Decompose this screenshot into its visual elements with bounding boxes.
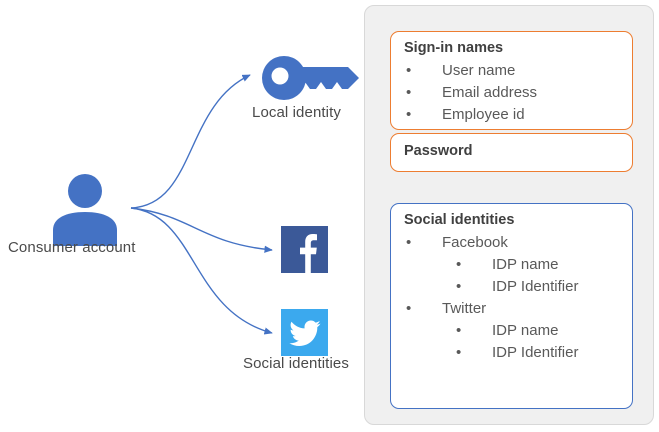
connector-to-twitter <box>130 207 273 335</box>
list-item: • Employee id <box>406 104 537 126</box>
list-item-label: IDP name <box>492 256 559 273</box>
bullet-icon: • <box>406 300 412 317</box>
facebook-icon <box>281 226 328 273</box>
list-item: • Twitter <box>406 298 578 320</box>
consumer-account-label: Consumer account <box>8 239 136 256</box>
signin-names-title: Sign-in names <box>404 40 504 56</box>
bullet-icon: • <box>406 62 412 79</box>
social-identities-list: • Facebook • IDP name • IDP Identifier •… <box>406 232 578 364</box>
list-item-label: IDP Identifier <box>492 344 579 361</box>
list-item: • Email address <box>406 82 537 104</box>
bullet-icon: • <box>456 344 462 361</box>
list-item-label: IDP Identifier <box>492 278 579 295</box>
list-item-label: Twitter <box>442 300 487 317</box>
bullet-icon: • <box>406 84 412 101</box>
bullet-icon: • <box>456 322 462 339</box>
list-item-label: Employee id <box>442 106 525 123</box>
key-icon <box>262 56 359 100</box>
signin-names-card: Sign-in names • User name • Email addres… <box>390 31 633 130</box>
list-item: • Facebook <box>406 232 578 254</box>
list-item: • IDP Identifier <box>406 276 578 298</box>
list-item-label: User name <box>442 62 516 79</box>
password-card: Password <box>390 133 633 172</box>
signin-names-list: • User name • Email address • Employee i… <box>406 60 537 126</box>
social-identities-card: Social identities • Facebook • IDP name … <box>390 203 633 409</box>
bullet-icon: • <box>406 106 412 123</box>
twitter-icon <box>281 309 328 356</box>
connector-to-local-identity <box>130 74 251 209</box>
list-item-label: Email address <box>442 84 538 101</box>
list-item-label: IDP name <box>492 322 559 339</box>
list-item: • IDP name <box>406 254 578 276</box>
list-item: • User name <box>406 60 537 82</box>
bullet-icon: • <box>456 278 462 295</box>
social-identities-title: Social identities <box>404 212 515 228</box>
bullet-icon: • <box>456 256 462 273</box>
bullet-icon: • <box>406 234 412 251</box>
password-title: Password <box>404 143 473 159</box>
list-item-label: Facebook <box>442 234 508 251</box>
connector-to-facebook <box>130 207 273 253</box>
person-icon <box>53 174 117 246</box>
list-item: • IDP Identifier <box>406 342 578 364</box>
list-item: • IDP name <box>406 320 578 342</box>
social-identities-label: Social identities <box>243 355 349 372</box>
local-identity-label: Local identity <box>252 104 341 121</box>
